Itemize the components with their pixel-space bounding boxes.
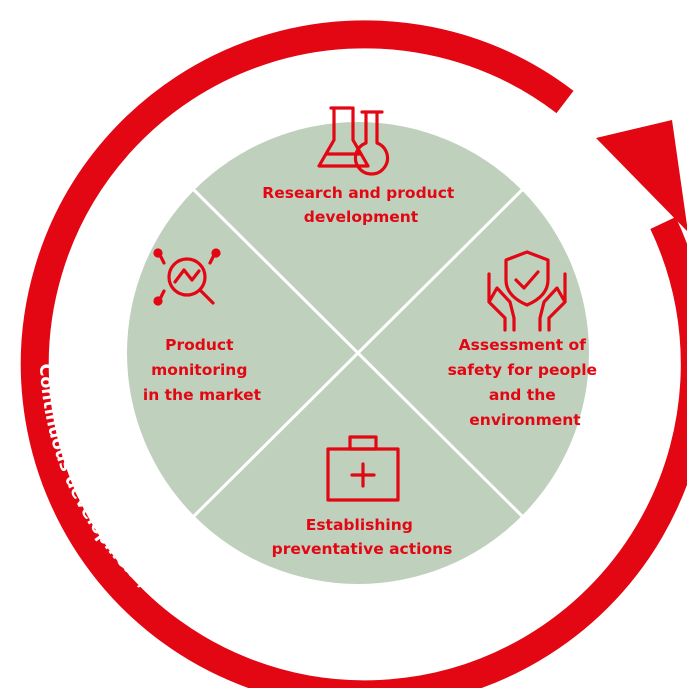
first-aid-kit-icon <box>326 435 400 502</box>
quadrant-right-line-2: safety for people <box>448 361 597 379</box>
quadrant-top-line-2: development <box>304 208 419 226</box>
quadrant-left-line-3: in the market <box>143 386 262 404</box>
quadrant-left-line-1: Product <box>165 336 234 354</box>
quadrant-bottom-line-2: preventative actions <box>272 540 453 558</box>
lab-flasks-icon <box>317 106 390 176</box>
market-monitoring-icon <box>153 248 221 306</box>
quadrant-right-line-3: and the <box>489 386 556 404</box>
divider-diagonal-2 <box>192 188 524 518</box>
quadrant-right-label: Assessment of safety for people and the … <box>448 336 603 429</box>
quadrant-right-line-4: environment <box>469 411 581 429</box>
quadrant-left-label: Product monitoring in the market <box>143 336 262 404</box>
quadrant-left-line-2: monitoring <box>151 361 247 379</box>
quadrant-bottom-line-1: Establishing <box>306 516 413 534</box>
quadrant-bottom-label: Establishing preventative actions <box>272 516 453 558</box>
ring-arrowhead <box>596 120 687 231</box>
hands-shield-check-icon <box>487 250 567 332</box>
cycle-ring <box>20 20 687 693</box>
quadrant-top-line-1: Research and product <box>262 184 455 202</box>
quadrant-top-label: Research and product development <box>262 184 459 226</box>
quadrant-right-line-1: Assessment of <box>459 336 587 354</box>
